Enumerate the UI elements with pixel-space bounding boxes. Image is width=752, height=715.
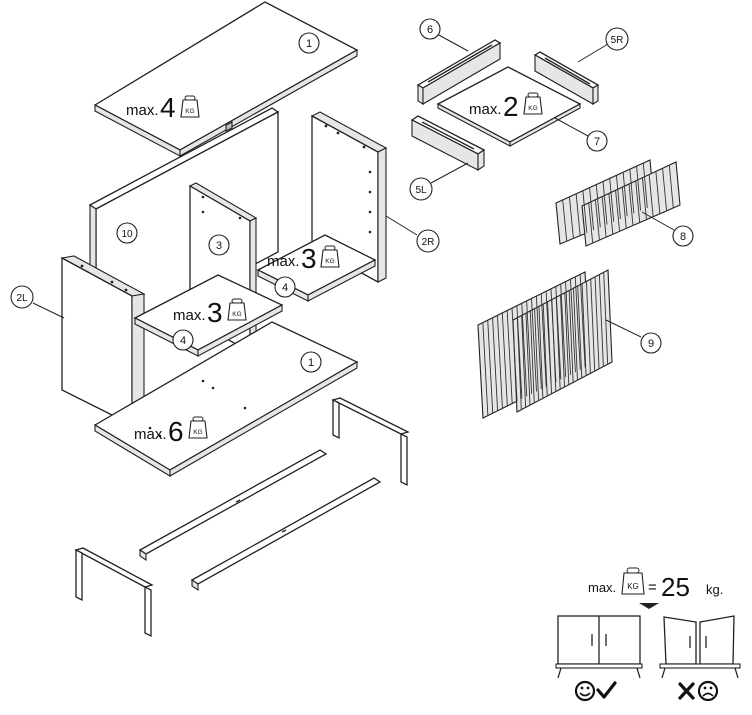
weight-icon: KG bbox=[180, 95, 200, 118]
svg-text:2L: 2L bbox=[16, 293, 28, 304]
svg-text:4: 4 bbox=[160, 92, 176, 123]
svg-text:max.: max. bbox=[469, 101, 502, 118]
svg-text:8: 8 bbox=[680, 231, 686, 243]
svg-text:KG: KG bbox=[325, 258, 334, 265]
svg-text:25: 25 bbox=[661, 572, 690, 602]
svg-text:KG: KG bbox=[185, 108, 194, 115]
svg-text:max.: max. bbox=[134, 426, 167, 443]
weight-icon: KG bbox=[188, 416, 208, 439]
slat-panels-9 bbox=[477, 269, 613, 419]
weight-icon: KG bbox=[320, 245, 340, 268]
frame-leg-right bbox=[331, 397, 410, 487]
part-label-1-top: 1 bbox=[298, 32, 320, 54]
left-side-panel bbox=[60, 255, 146, 427]
load-label-shelf-left: max. 3 KG bbox=[173, 297, 247, 328]
part-label-6: 6 bbox=[419, 18, 469, 52]
load-label-drawer: max. 2 KG bbox=[469, 91, 543, 122]
frame-rail-upper bbox=[138, 449, 328, 562]
svg-text:max.: max. bbox=[126, 102, 159, 119]
incorrect-cabinet-icon bbox=[659, 615, 741, 679]
drawer-side-5R bbox=[533, 51, 600, 105]
weight-icon: KG bbox=[227, 298, 247, 321]
sad-face-icon bbox=[697, 680, 719, 702]
svg-text:6: 6 bbox=[168, 416, 184, 447]
part-label-1-bottom: 1 bbox=[300, 351, 322, 373]
frame-rail-lower bbox=[190, 477, 382, 592]
svg-text:9: 9 bbox=[648, 338, 654, 350]
svg-text:=: = bbox=[648, 579, 657, 596]
slat-panels-8 bbox=[555, 159, 681, 247]
svg-text:max.: max. bbox=[588, 580, 616, 595]
svg-text:1: 1 bbox=[308, 357, 314, 369]
svg-text:1: 1 bbox=[306, 38, 312, 50]
svg-text:2R: 2R bbox=[422, 237, 435, 248]
total-load-note: max. KG = 25 kg. bbox=[588, 567, 723, 609]
part-label-2L: 2L bbox=[10, 285, 65, 319]
part-label-7: 7 bbox=[554, 117, 608, 152]
part-label-5R: 5R bbox=[577, 27, 629, 63]
svg-text:10: 10 bbox=[121, 229, 133, 240]
weight-icon: KG bbox=[523, 92, 543, 115]
svg-text:7: 7 bbox=[594, 136, 600, 148]
svg-text:4: 4 bbox=[282, 282, 288, 294]
weight-icon: KG bbox=[621, 567, 645, 595]
frame-leg-left bbox=[74, 547, 154, 638]
svg-text:5R: 5R bbox=[611, 35, 624, 46]
part-label-8: 8 bbox=[641, 211, 694, 247]
load-label-bottom: max. 6 KG bbox=[134, 416, 208, 447]
part-label-2R: 2R bbox=[385, 215, 440, 253]
drawer-front-5L bbox=[410, 115, 486, 172]
check-icon bbox=[596, 681, 617, 699]
svg-text:KG: KG bbox=[193, 429, 202, 436]
bottom-panel bbox=[93, 321, 359, 477]
svg-text:2: 2 bbox=[503, 91, 519, 122]
top-panel bbox=[93, 1, 359, 157]
svg-text:KG: KG bbox=[627, 582, 639, 591]
load-label-top: max. 4 KG bbox=[126, 92, 200, 123]
cross-icon bbox=[678, 682, 695, 700]
svg-text:KG: KG bbox=[528, 105, 537, 112]
part-label-9: 9 bbox=[605, 319, 662, 354]
part-label-10: 10 bbox=[116, 222, 138, 244]
svg-text:3: 3 bbox=[207, 297, 223, 328]
part-label-5L: 5L bbox=[409, 162, 469, 201]
svg-text:3: 3 bbox=[301, 243, 317, 274]
svg-text:5L: 5L bbox=[415, 185, 427, 196]
svg-text:3: 3 bbox=[216, 240, 222, 252]
smile-face-icon bbox=[574, 680, 596, 702]
part-label-3: 3 bbox=[208, 234, 230, 256]
svg-text:KG: KG bbox=[232, 311, 241, 318]
svg-text:max.: max. bbox=[173, 307, 206, 324]
svg-text:kg.: kg. bbox=[706, 582, 723, 597]
part-label-4-right: 4 bbox=[274, 276, 296, 298]
svg-text:max.: max. bbox=[267, 253, 300, 270]
down-arrow-icon bbox=[639, 603, 659, 609]
drawer-bottom-7 bbox=[436, 66, 582, 147]
load-label-shelf-right: max. 3 KG bbox=[267, 243, 340, 274]
correct-cabinet-icon bbox=[555, 615, 643, 679]
svg-text:4: 4 bbox=[180, 335, 186, 347]
part-label-4-left: 4 bbox=[172, 329, 194, 351]
svg-text:6: 6 bbox=[427, 24, 433, 36]
drawer-side-6 bbox=[416, 39, 502, 105]
